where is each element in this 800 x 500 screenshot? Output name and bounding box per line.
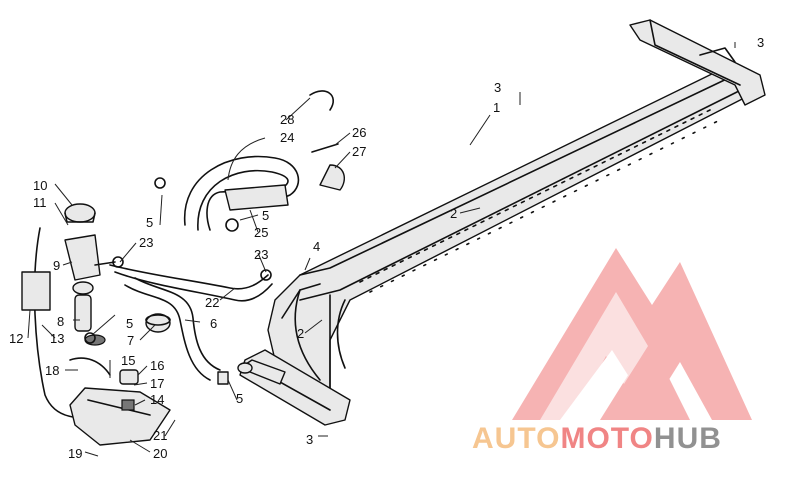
callout-2-lower: 2 (297, 326, 304, 341)
callout-15: 15 (121, 353, 135, 368)
callout-14: 14 (150, 392, 164, 407)
callout-12: 12 (9, 331, 23, 346)
callout-27: 27 (352, 144, 366, 159)
heat-exchanger-assembly (237, 19, 766, 426)
callout-22: 22 (205, 295, 219, 310)
callout-6: 6 (210, 316, 217, 331)
callout-5-d: 5 (236, 391, 243, 406)
watermark-hub: HUB (654, 422, 722, 455)
callout-1: 1 (493, 100, 500, 115)
callout-28: 28 (280, 112, 294, 127)
callout-21: 21 (153, 428, 167, 443)
callout-3-bottom: 3 (306, 432, 313, 447)
callout-3-top: 3 (494, 80, 501, 95)
callout-23-a: 23 (139, 235, 153, 250)
callout-18: 18 (45, 363, 59, 378)
callout-7: 7 (127, 333, 134, 348)
callout-9: 9 (53, 258, 60, 273)
leader-lines (27, 42, 736, 457)
callout-labels: 1 2 2 3 3 3 4 5 5 5 5 6 7 8 9 10 11 12 1… (9, 35, 764, 461)
svg-text:AUTOMOTOHUB: AUTOMOTOHUB (472, 422, 722, 455)
callout-2-upper: 2 (450, 206, 457, 221)
callout-25: 25 (254, 225, 268, 240)
watermark-auto: AUTO (472, 422, 560, 455)
callout-23-b: 23 (254, 247, 268, 262)
callout-4: 4 (313, 239, 320, 254)
callout-17: 17 (150, 376, 164, 391)
callout-24: 24 (280, 130, 294, 145)
callout-11: 11 (33, 195, 47, 210)
callout-13: 13 (50, 331, 64, 346)
callout-26: 26 (352, 125, 366, 140)
callout-20: 20 (153, 446, 167, 461)
callout-8: 8 (57, 314, 64, 329)
coolant-hoses (21, 90, 346, 446)
watermark-logo (512, 248, 752, 420)
watermark: AUTOMOTOHUB (472, 422, 722, 455)
callout-5-a: 5 (146, 215, 153, 230)
callout-5-c: 5 (126, 316, 133, 331)
callout-3-right: 3 (757, 35, 764, 50)
callout-16: 16 (150, 358, 164, 373)
callout-10: 10 (33, 178, 47, 193)
callout-5-b: 5 (262, 208, 269, 223)
callout-19: 19 (68, 446, 82, 461)
watermark-moto: MOTO (560, 422, 653, 455)
